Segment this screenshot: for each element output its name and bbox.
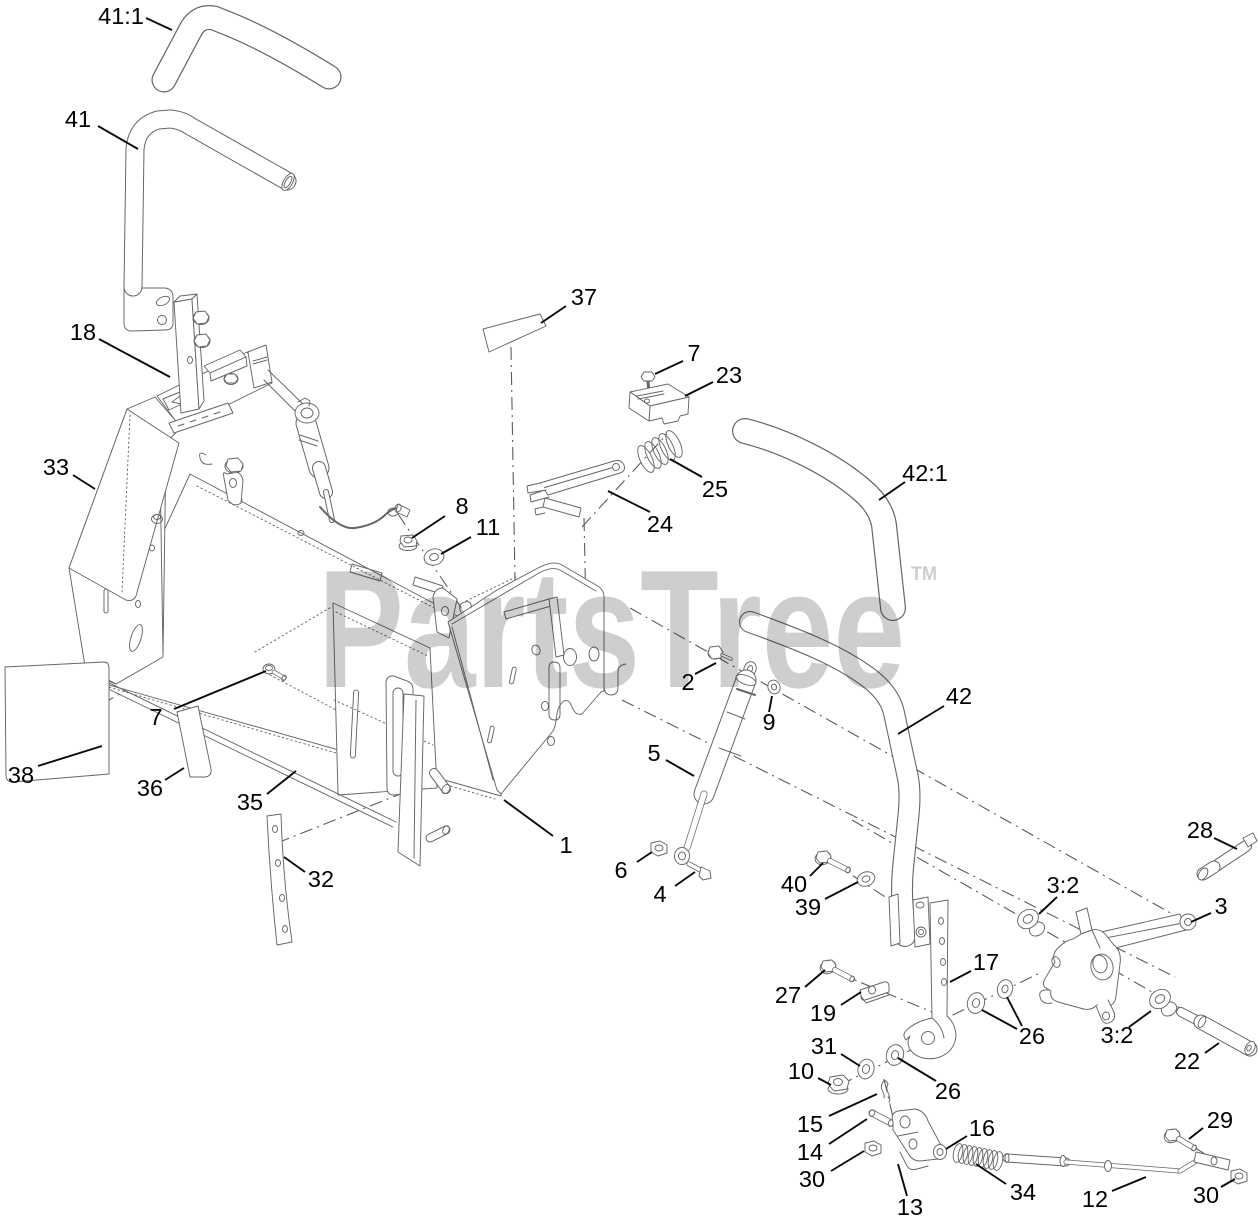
svg-text:25: 25 (702, 476, 728, 502)
svg-text:30: 30 (1193, 1182, 1219, 1208)
svg-text:12: 12 (1082, 1186, 1108, 1212)
svg-text:40: 40 (781, 871, 807, 897)
svg-text:42:1: 42:1 (902, 460, 948, 486)
svg-text:3:2: 3:2 (1101, 1022, 1134, 1048)
svg-text:10: 10 (788, 1058, 814, 1084)
svg-text:29: 29 (1207, 1107, 1233, 1133)
svg-text:16: 16 (969, 1115, 995, 1141)
svg-text:24: 24 (647, 511, 673, 537)
svg-text:33: 33 (43, 454, 69, 480)
svg-text:35: 35 (237, 789, 263, 815)
svg-text:18: 18 (70, 319, 96, 345)
svg-text:41:1: 41:1 (98, 3, 144, 29)
svg-text:23: 23 (716, 362, 742, 388)
svg-text:3: 3 (1214, 893, 1227, 919)
svg-text:1: 1 (559, 832, 572, 858)
svg-text:41: 41 (65, 106, 91, 132)
svg-text:14: 14 (797, 1139, 823, 1165)
svg-text:9: 9 (762, 709, 775, 735)
svg-text:5: 5 (647, 740, 660, 766)
svg-text:36: 36 (137, 775, 163, 801)
svg-text:7: 7 (687, 340, 700, 366)
svg-text:17: 17 (973, 949, 999, 975)
svg-text:34: 34 (1010, 1179, 1036, 1205)
svg-text:26: 26 (935, 1078, 961, 1104)
svg-text:3:2: 3:2 (1047, 872, 1080, 898)
svg-text:31: 31 (811, 1033, 837, 1059)
svg-text:39: 39 (795, 894, 821, 920)
svg-text:2: 2 (681, 669, 694, 695)
svg-text:30: 30 (799, 1166, 825, 1192)
svg-text:TM: TM (911, 564, 937, 585)
svg-text:32: 32 (308, 866, 334, 892)
svg-text:42: 42 (946, 683, 972, 709)
svg-text:4: 4 (653, 881, 666, 907)
svg-text:15: 15 (797, 1111, 823, 1137)
svg-text:27: 27 (775, 982, 801, 1008)
svg-text:6: 6 (614, 857, 627, 883)
svg-text:22: 22 (1174, 1048, 1200, 1074)
svg-text:13: 13 (897, 1194, 923, 1220)
svg-text:28: 28 (1187, 817, 1213, 843)
svg-text:PartsTree: PartsTree (318, 535, 905, 723)
svg-text:26: 26 (1019, 1023, 1045, 1049)
svg-text:38: 38 (8, 762, 34, 788)
svg-text:19: 19 (810, 1000, 836, 1026)
svg-text:37: 37 (571, 284, 597, 310)
svg-text:11: 11 (476, 514, 500, 540)
svg-text:7: 7 (149, 704, 162, 730)
svg-text:8: 8 (455, 493, 468, 519)
